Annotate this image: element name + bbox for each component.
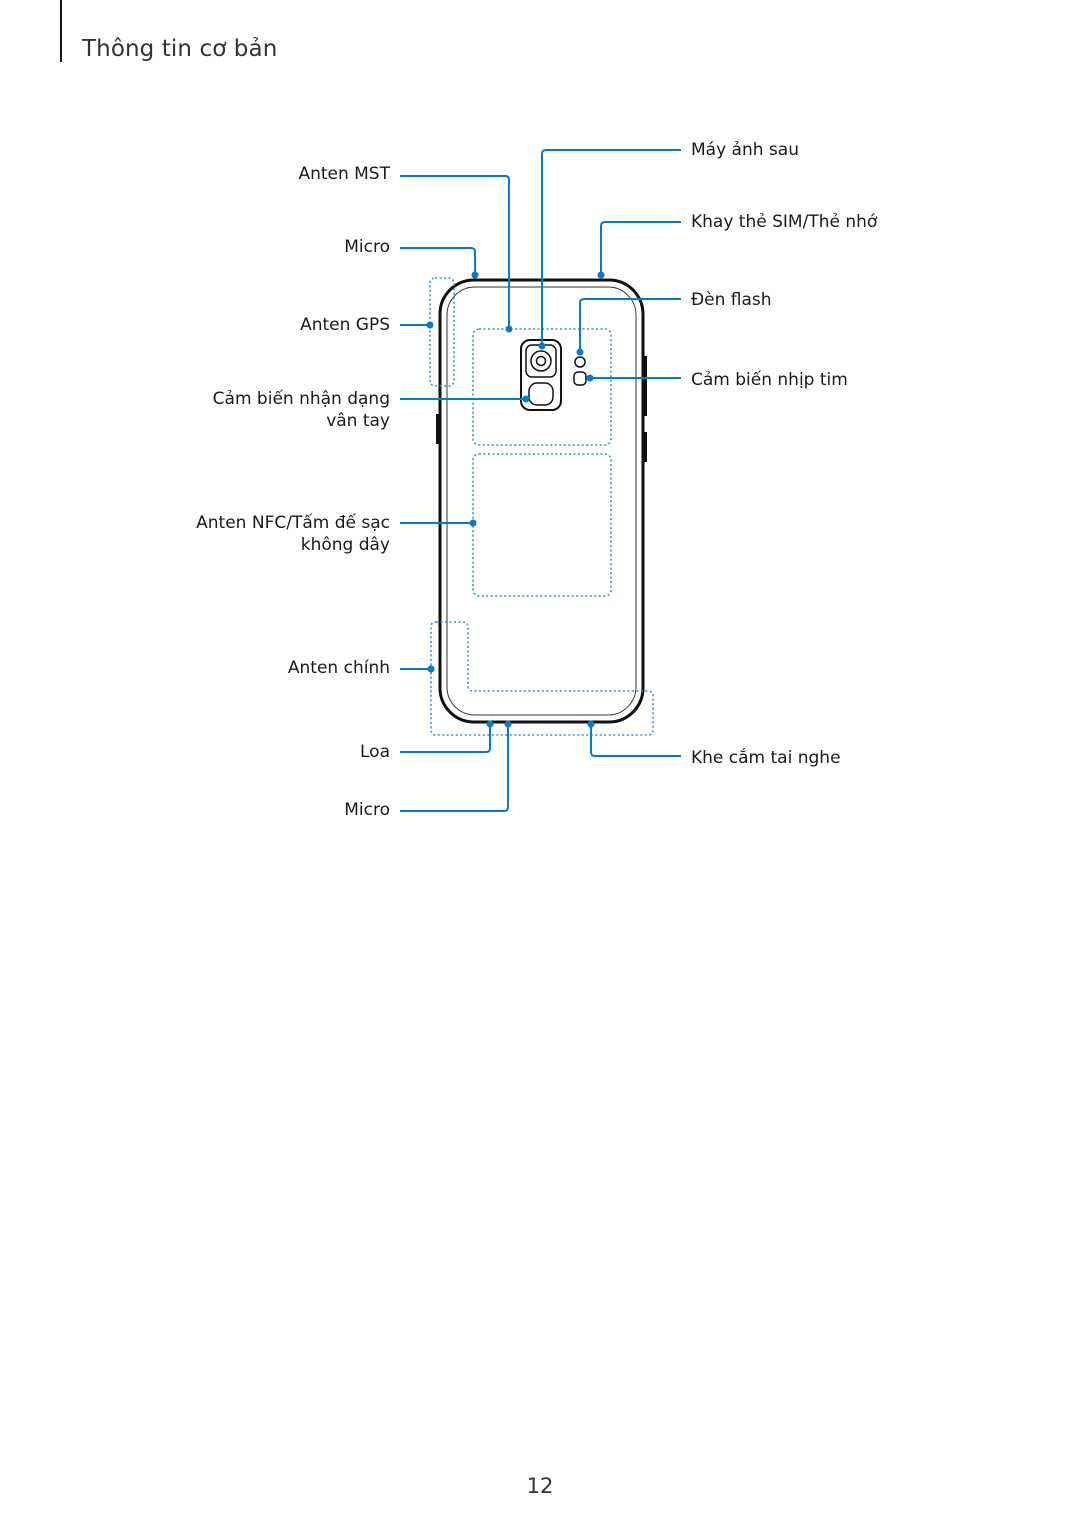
label-bottom-microphone: Micro: [344, 800, 390, 820]
dot-rear-camera: [538, 342, 546, 350]
callout-earphone-jack: [590, 724, 681, 757]
dot-gps-antenna: [426, 321, 434, 329]
dot-earphone-jack: [587, 720, 595, 728]
callout-mst-antenna: [400, 175, 510, 329]
label-rear-camera: Máy ảnh sau: [691, 140, 799, 160]
dot-fingerprint-sensor: [522, 395, 530, 403]
volume-button: [436, 414, 440, 444]
dot-nfc-antenna: [469, 519, 477, 527]
callout-sim-tray: [600, 221, 681, 275]
label-nfc-antenna: Anten NFC/Tấm đế sạc không dây: [196, 513, 390, 555]
main-antenna-region: [430, 621, 654, 736]
label-earphone-jack: Khe cắm tai nghe: [691, 748, 841, 768]
dot-heart-rate-sensor: [586, 374, 594, 382]
flash-icon: [574, 356, 586, 368]
heart-rate-sensor: [573, 371, 587, 386]
callout-flash: [579, 298, 681, 352]
callout-dots: [426, 271, 605, 728]
nfc-antenna-region: [472, 453, 612, 597]
dot-sim-tray: [597, 271, 605, 279]
callout-lines: [400, 149, 681, 812]
label-top-microphone: Micro: [344, 237, 390, 257]
fingerprint-sensor: [528, 382, 554, 406]
label-fingerprint-sensor: Cảm biến nhận dạng vân tay: [212, 389, 390, 431]
label-main-antenna: Anten chính: [287, 658, 390, 678]
label-mst-antenna: Anten MST: [298, 164, 390, 184]
callout-bottom-microphone: [400, 724, 509, 812]
header-rule: [60, 0, 62, 62]
dot-speaker: [486, 720, 494, 728]
dot-flash: [576, 348, 584, 356]
dot-mst-antenna: [505, 325, 513, 333]
label-gps-antenna: Anten GPS: [300, 315, 390, 335]
label-heart-rate-sensor: Cảm biến nhịp tim: [691, 370, 848, 390]
callout-speaker: [400, 724, 491, 753]
dot-top-microphone: [471, 271, 479, 279]
power-button: [643, 356, 647, 416]
label-flash: Đèn flash: [691, 290, 772, 310]
bixby-button: [643, 432, 647, 462]
dot-bottom-microphone: [504, 720, 512, 728]
page-number: 12: [526, 1474, 554, 1498]
label-sim-tray: Khay thẻ SIM/Thẻ nhớ: [691, 212, 878, 232]
section-title: Thông tin cơ bản: [82, 36, 278, 62]
dot-main-antenna: [427, 665, 435, 673]
callout-rear-camera: [541, 149, 681, 346]
label-speaker: Loa: [360, 742, 390, 762]
callout-top-microphone: [400, 247, 476, 275]
